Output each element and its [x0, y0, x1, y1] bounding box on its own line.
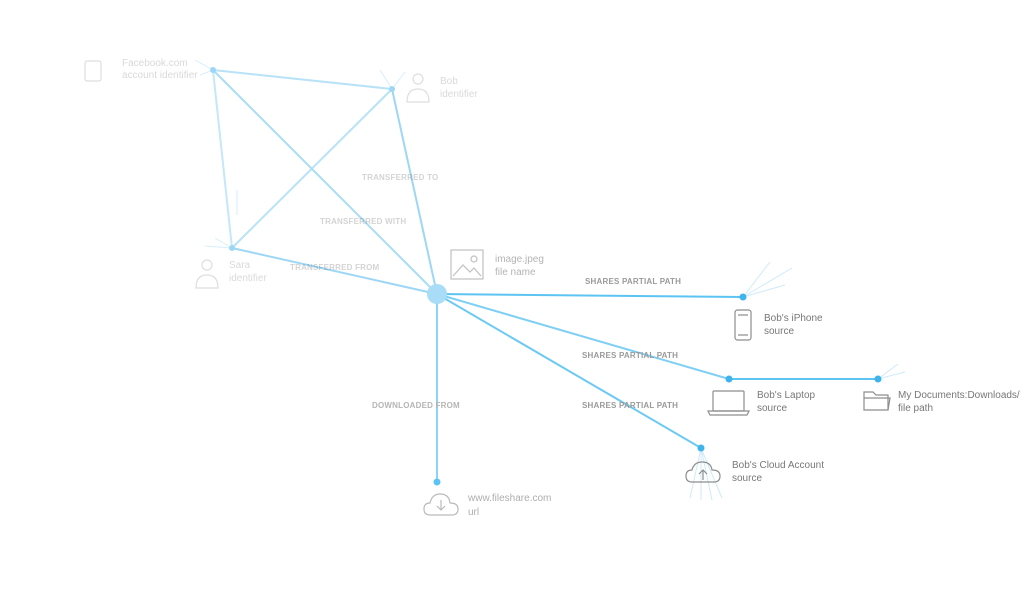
faded-network [194, 59, 438, 295]
phone-icon [734, 309, 752, 341]
cloud-label: Bob's Cloud Account [732, 460, 824, 471]
faded-node-bob[interactable]: Bob identifier [406, 73, 478, 103]
node-center[interactable]: image.jpeg file name [450, 249, 544, 280]
spark-lines-faded [194, 59, 406, 249]
node-cloud[interactable]: Bob's Cloud Account source [685, 460, 824, 484]
center-label: image.jpeg [495, 254, 544, 265]
edge-topleft-center [212, 69, 438, 295]
iphone-type: source [764, 326, 794, 337]
node-dot-bob[interactable] [389, 86, 395, 92]
edge-center-cloud[interactable] [436, 293, 702, 449]
url-label: www.fileshare.com [467, 493, 551, 504]
node-dot-center[interactable] [427, 284, 447, 304]
laptop-type: source [757, 403, 787, 414]
cloud-upload-icon [685, 461, 721, 483]
edge-label-shares-iphone: SHARES PARTIAL PATH [585, 277, 681, 286]
node-laptop[interactable]: Bob's Laptop source [707, 390, 816, 416]
faded-node-topleft[interactable]: Facebook.com account identifier [84, 58, 198, 82]
bob-label: Bob [440, 76, 458, 87]
node-dot-iphone[interactable] [739, 293, 747, 301]
sara-label: Sara [229, 260, 251, 271]
cloud-download-icon [423, 493, 459, 516]
edge-label-transferred-with: TRANSFERRED WITH [320, 217, 406, 226]
edge-label-shares-cloud: SHARES PARTIAL PATH [582, 401, 678, 410]
node-filepath[interactable]: My Documents:Downloads/ file path [863, 390, 1020, 414]
url-type: url [468, 507, 479, 518]
folder-icon [863, 391, 891, 411]
node-dot-topleft[interactable] [210, 67, 216, 73]
edge-center-laptop[interactable] [436, 293, 730, 380]
node-dot-sara[interactable] [229, 245, 235, 251]
node-dot-laptop[interactable] [725, 375, 733, 383]
node-iphone[interactable]: Bob's iPhone source [734, 309, 823, 341]
spark-lines [689, 261, 906, 501]
edge-center-iphone[interactable] [436, 293, 744, 298]
edge-label-transferred-to: TRANSFERRED TO [362, 173, 438, 182]
device-icon [84, 60, 102, 82]
node-dot-url[interactable] [433, 478, 441, 486]
node-url[interactable]: www.fileshare.com url [423, 493, 551, 518]
laptop-label: Bob's Laptop [757, 390, 816, 401]
node-dot-cloud[interactable] [697, 444, 705, 452]
iphone-label: Bob's iPhone [764, 313, 823, 324]
edge-label-transferred-from: TRANSFERRED FROM [290, 263, 380, 272]
edge-label-downloaded-from: DOWNLOADED FROM [372, 401, 460, 410]
person-icon [195, 259, 219, 289]
laptop-icon [707, 390, 750, 416]
node-dot-filepath[interactable] [874, 375, 882, 383]
edge-sara-center [231, 247, 438, 295]
edge-label-shares-laptop: SHARES PARTIAL PATH [582, 351, 678, 360]
topleft-label: Facebook.com [122, 58, 188, 69]
center-type: file name [495, 267, 536, 278]
edge-topleft-bob [212, 69, 393, 90]
person-icon [406, 73, 430, 103]
filepath-type: file path [898, 403, 933, 414]
topleft-type: account identifier [122, 70, 198, 81]
image-icon [450, 249, 484, 280]
edge-topleft-sara [212, 69, 233, 249]
sara-type: identifier [229, 273, 267, 284]
strong-edges [427, 261, 906, 501]
edge-bob-center [391, 88, 438, 295]
filepath-label: My Documents:Downloads/ [898, 390, 1020, 401]
cloud-type: source [732, 473, 762, 484]
bob-type: identifier [440, 89, 478, 100]
faded-node-sara[interactable]: Sara identifier [195, 259, 267, 289]
